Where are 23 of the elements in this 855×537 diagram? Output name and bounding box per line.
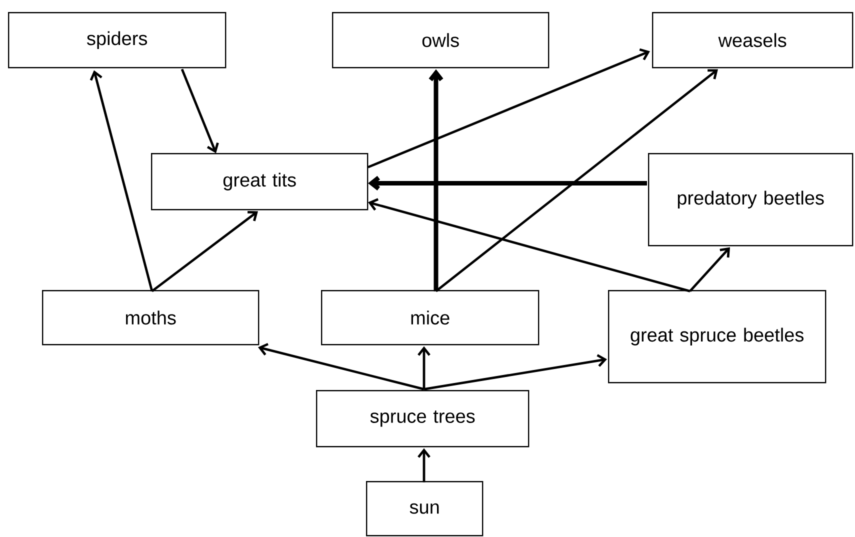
species-box: sun xyxy=(366,481,484,536)
arrow xyxy=(424,354,607,390)
arrow xyxy=(368,48,650,168)
species-box: spruce trees xyxy=(316,390,530,448)
arrow xyxy=(151,211,258,292)
arrow xyxy=(418,448,430,482)
species-box: mice xyxy=(321,290,540,346)
species-box: weasels xyxy=(652,12,854,68)
arrow xyxy=(368,176,647,190)
species-box: moths xyxy=(42,290,260,346)
species-box: owls xyxy=(332,12,550,68)
arrow xyxy=(90,70,154,292)
arrow xyxy=(428,69,444,292)
species-box: predatory beetles xyxy=(648,153,854,246)
species-box: spiders xyxy=(8,12,226,68)
species-box: great tits xyxy=(151,153,368,210)
arrow xyxy=(180,68,219,154)
arrow xyxy=(258,342,424,390)
arrow xyxy=(368,198,690,292)
arrow xyxy=(689,247,730,292)
species-box: great spruce beetles xyxy=(608,290,826,384)
arrow xyxy=(418,346,430,390)
arrow xyxy=(435,69,718,292)
